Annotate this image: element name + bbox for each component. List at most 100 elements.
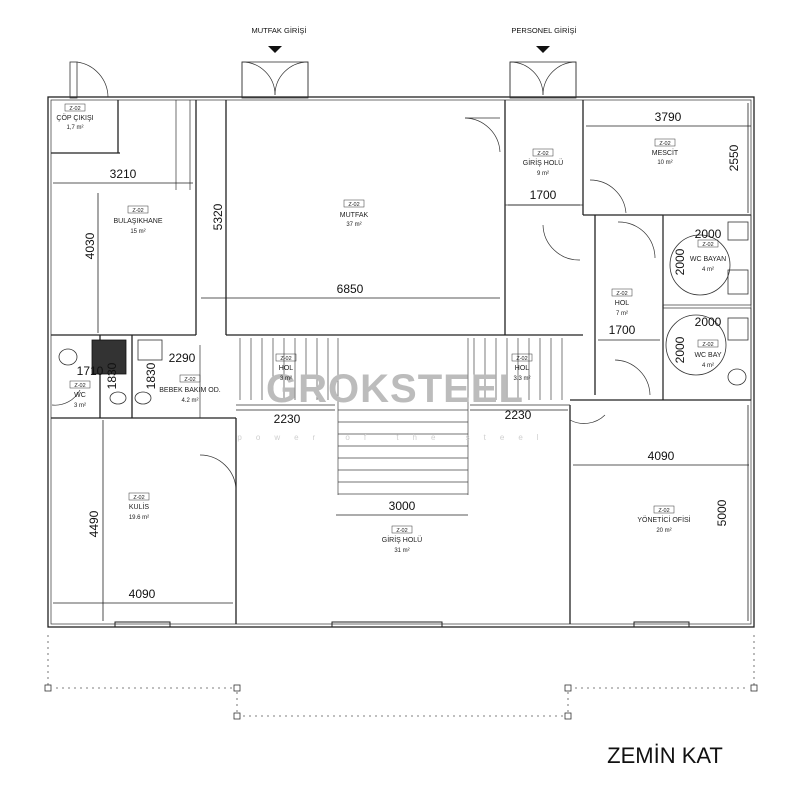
trash-exit-door xyxy=(69,61,109,99)
dimension-2550: 2550 xyxy=(727,144,741,171)
interior-walls xyxy=(51,100,752,624)
plan-title: ZEMİN KAT xyxy=(607,743,723,768)
dimension-4090-right: 4090 xyxy=(648,449,675,463)
room-tag: Z-02 xyxy=(516,356,527,362)
dimension-2230-right: 2230 xyxy=(505,408,532,422)
dimension-3000: 3000 xyxy=(389,499,416,513)
room-cop-cikisi: Z-02 ÇÖP ÇIKIŞI 1,7 m² xyxy=(56,103,94,131)
room-tag: Z-02 xyxy=(74,383,85,389)
room-name: WC BAY xyxy=(694,352,721,359)
dimension-2000-d: 2000 xyxy=(673,336,687,363)
room-hol-left: Z-02 HOL 3 m² xyxy=(275,353,297,382)
dimension-1830: 1830 xyxy=(144,362,158,389)
room-bulasikhane: Z-02 BULAŞIKHANE 15 m² xyxy=(113,205,163,235)
room-name: GİRİŞ HOLÜ xyxy=(523,158,563,167)
staff-entrance-label: PERSONEL GİRİŞİ xyxy=(511,26,576,35)
room-name: ÇÖP ÇIKIŞI xyxy=(56,114,93,122)
interior-doors xyxy=(51,117,656,491)
room-bebek-bakim: Z-02 BEBEK BAKIM OD. 4.2 m² xyxy=(159,374,221,404)
room-tag: Z-02 xyxy=(184,377,195,383)
room-tag: Z-02 xyxy=(348,202,359,208)
room-name: MUTFAK xyxy=(340,212,369,219)
room-tag: Z-02 xyxy=(616,291,627,297)
dimension-2230-left: 2230 xyxy=(274,412,301,426)
dimension-1700-top: 1700 xyxy=(530,188,557,202)
room-tag: Z-02 xyxy=(280,356,291,362)
dimension-2000-a: 2000 xyxy=(695,227,722,241)
room-hol-mid: Z-02 HOL 3.3 m² xyxy=(511,353,533,382)
room-area: 20 m² xyxy=(656,528,671,534)
room-name: MESCİT xyxy=(652,148,679,157)
room-name: HOL xyxy=(279,365,294,372)
room-name: YÖNETİCİ OFİSİ xyxy=(637,515,690,524)
room-tag: Z-02 xyxy=(133,495,144,501)
dimension-4490: 4490 xyxy=(87,510,101,537)
room-name: BEBEK BAKIM OD. xyxy=(159,387,221,394)
room-giris-holu: Z-02 GİRİŞ HOLÜ 31 m² xyxy=(382,525,422,554)
room-area: 19.6 m² xyxy=(129,515,149,521)
room-tag: Z-02 xyxy=(658,508,669,514)
room-area: 3.3 m² xyxy=(513,376,530,382)
staff-entrance-door xyxy=(509,61,577,99)
dimension-5000: 5000 xyxy=(715,499,729,526)
dimension-2000-b: 2000 xyxy=(673,248,687,275)
room-mescit: Z-02 MESCİT 10 m² xyxy=(652,138,679,166)
room-tag: Z-02 xyxy=(659,141,670,147)
site-outline xyxy=(44,635,758,720)
room-area: 9 m² xyxy=(537,171,549,177)
watermark-brand: GROKSTEEL xyxy=(266,367,524,411)
kitchen-entrance-label: MUTFAK GİRİŞİ xyxy=(251,26,306,35)
dimension-1830-b: 1830 xyxy=(105,362,119,389)
room-area: 31 m² xyxy=(394,548,409,554)
room-tag: Z-02 xyxy=(702,242,713,248)
dimension-1700-mid: 1700 xyxy=(609,323,636,337)
room-tag: Z-02 xyxy=(132,208,143,214)
room-name: KULİS xyxy=(129,502,150,511)
room-name: HOL xyxy=(515,365,530,372)
dimension-4030: 4030 xyxy=(83,232,97,259)
dimension-4090-left: 4090 xyxy=(129,587,156,601)
staff-entrance-arrow xyxy=(536,46,550,53)
room-hol-right: Z-02 HOL 7 m² xyxy=(611,288,633,317)
dimension-3790: 3790 xyxy=(655,110,682,124)
room-name: WC BAYAN xyxy=(690,256,726,263)
fixtures xyxy=(58,221,749,405)
kitchen-entrance-door xyxy=(241,61,309,99)
room-area: 3 m² xyxy=(280,376,292,382)
room-giris-holu-top: Z-02 GİRİŞ HOLÜ 9 m² xyxy=(523,148,563,177)
room-tag: Z-02 xyxy=(537,151,548,157)
room-name: WC xyxy=(74,392,86,399)
windows xyxy=(114,621,690,628)
room-name: GİRİŞ HOLÜ xyxy=(382,535,422,544)
room-area: 4.2 m² xyxy=(181,398,198,404)
dimension-5320: 5320 xyxy=(211,203,225,230)
room-area: 3 m² xyxy=(74,403,86,409)
kitchen-entrance-arrow xyxy=(268,46,282,53)
dimension-2290: 2290 xyxy=(169,351,196,365)
dimension-2000-c: 2000 xyxy=(695,315,722,329)
dimension-lines xyxy=(53,103,751,621)
room-area: 4 m² xyxy=(702,267,714,273)
room-wc-bay: Z-02 WC BAY 4 m² xyxy=(694,339,722,369)
room-wc: Z-02 WC 3 m² xyxy=(69,380,91,409)
room-area: 10 m² xyxy=(657,160,672,166)
room-mutfak: Z-02 MUTFAK 37 m² xyxy=(340,199,369,228)
room-area: 7 m² xyxy=(616,311,628,317)
staircase xyxy=(239,338,563,495)
dimension-6850: 6850 xyxy=(337,282,364,296)
room-kulis: Z-02 KULİS 19.6 m² xyxy=(128,492,150,521)
room-area: 37 m² xyxy=(346,222,361,228)
room-area: 1,7 m² xyxy=(66,125,83,131)
dimension-3210: 3210 xyxy=(110,167,137,181)
room-area: 15 m² xyxy=(130,229,145,235)
room-yonetici-ofisi: Z-02 YÖNETİCİ OFİSİ 20 m² xyxy=(637,505,691,534)
dimension-1710: 1710 xyxy=(77,364,104,378)
room-name: BULAŞIKHANE xyxy=(113,218,162,225)
room-name: HOL xyxy=(615,300,630,307)
room-tag: Z-02 xyxy=(396,528,407,534)
room-area: 4 m² xyxy=(702,363,714,369)
room-wc-bayan: Z-02 WC BAYAN 4 m² xyxy=(690,239,726,273)
watermark-slogan: power of the steel xyxy=(237,433,552,442)
room-tag: Z-02 xyxy=(702,342,713,348)
